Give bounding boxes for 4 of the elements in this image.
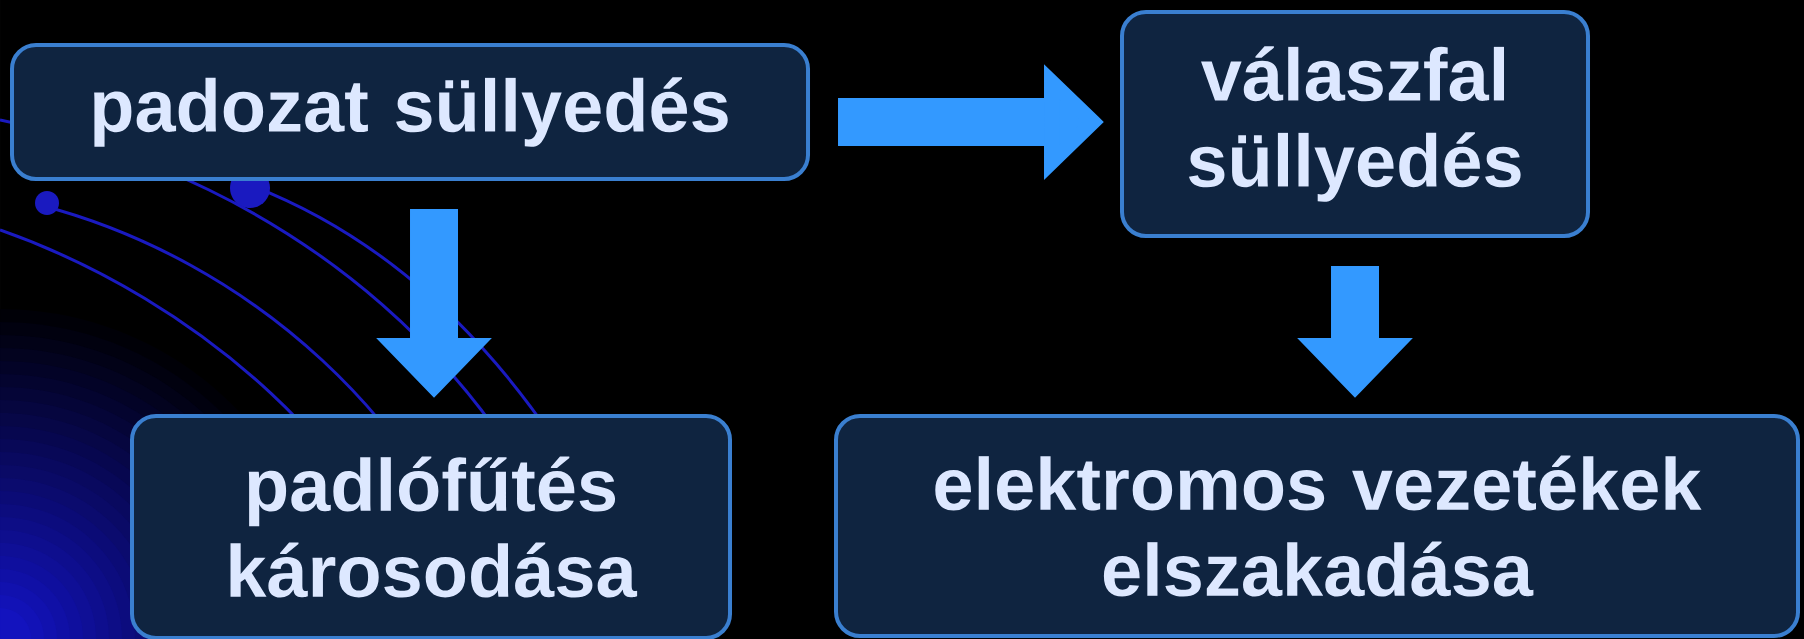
text-box: padlófűtés károsodása [130,414,732,639]
text-box: elektromos vezetékek elszakadása [834,414,1800,638]
text-box: válaszfal süllyedés [1120,10,1590,238]
text-box: padozat süllyedés [10,43,810,181]
